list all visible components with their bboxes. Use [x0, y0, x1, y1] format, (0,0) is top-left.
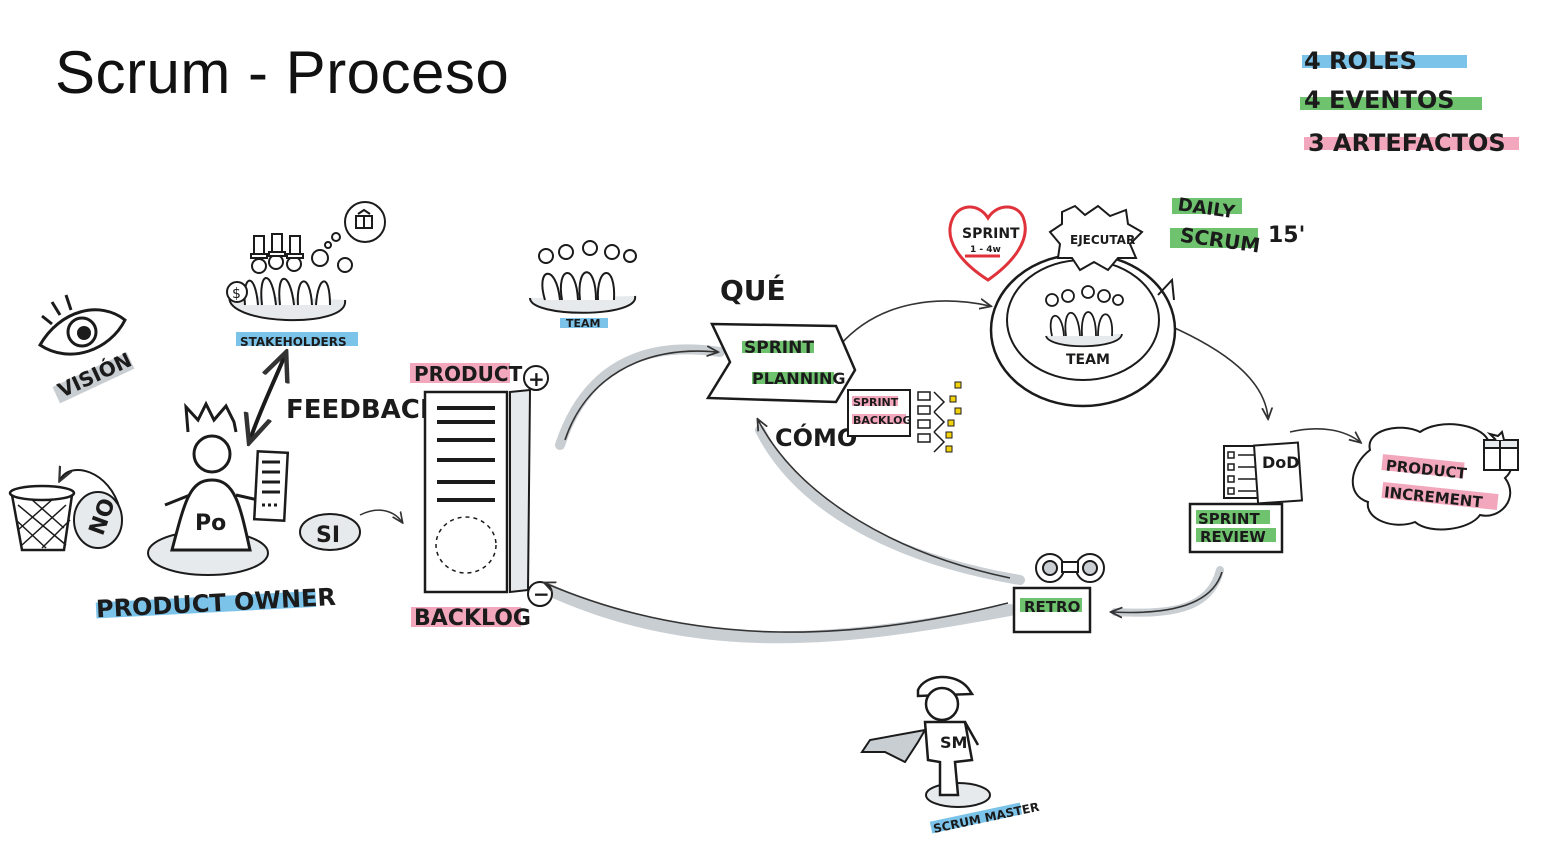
accepted-group: SI: [299, 509, 402, 551]
vision-group: VISIÓN: [38, 294, 135, 404]
daily-duration-label: 15': [1268, 223, 1305, 248]
cycle-team-people-icon: [1045, 285, 1124, 348]
po-badge: Po: [195, 511, 226, 536]
po-head: [192, 434, 232, 474]
dod-label: DoD: [1262, 453, 1300, 472]
svg-text:+: +: [528, 367, 545, 391]
po-body: [170, 478, 252, 552]
accept-arrow: [359, 509, 402, 522]
feedback-label: FEEDBACK: [286, 395, 441, 425]
svg-text:$: $: [232, 286, 241, 302]
feedback-group: FEEDBACK: [250, 355, 441, 440]
team-top-label: TEAM: [566, 317, 600, 330]
sm-body: [923, 720, 974, 797]
reject-arrow: [60, 470, 121, 511]
cycle-shadow: [539, 344, 1224, 644]
que-label: QUÉ: [720, 273, 786, 307]
sticky-notes-icon: [945, 381, 962, 453]
retro-group: RETRO: [1012, 553, 1105, 634]
vision-label: VISIÓN: [54, 348, 135, 403]
sprint-duration-label: 1 - 4w: [970, 245, 1001, 255]
daily-scrum-group: DAILY SCRUM 15': [1170, 194, 1305, 258]
sprint-planning-group: QUÉ SPRINT PLANNING CÓMO: [705, 273, 857, 452]
product-owner-label: PRODUCT OWNER: [95, 583, 336, 624]
team-cycle-label: TEAM: [1066, 352, 1110, 368]
legend-eventos-highlight: [1300, 97, 1482, 110]
team-top-group: TEAM: [529, 240, 637, 330]
sprint-backlog-group: SPRINT BACKLOG: [847, 381, 962, 453]
sm-badge: SM: [940, 733, 967, 752]
legend-roles-highlight: [1302, 55, 1467, 68]
sprint-review-line1: SPRINT: [1198, 510, 1260, 528]
plus-icon: [523, 365, 549, 391]
scrum-label: SCRUM: [1179, 223, 1262, 258]
ejecutar-burst: EJECUTAR: [1048, 204, 1144, 272]
legend-roles: 4 ROLES: [1304, 47, 1417, 75]
planning-label: PLANNING: [752, 369, 846, 388]
product-increment-group: PRODUCT INCREMENT: [1351, 423, 1519, 531]
trash-bin-icon: [8, 484, 76, 552]
backlog-label: BACKLOG: [414, 606, 531, 631]
task-list-icon: [917, 391, 946, 453]
sprint-planning-arrow-shape: [705, 322, 857, 404]
legend-artefactos-highlight: [1304, 137, 1519, 150]
legend-eventos: 4 EVENTOS: [1304, 86, 1455, 114]
sprint-heart-label: SPRINT: [962, 226, 1020, 242]
sprint-heart-group: SPRINT 1 - 4w: [948, 205, 1027, 282]
product-backlog-group: PRODUCT + − BACKLOG: [410, 362, 553, 631]
dod-checklist-icon: DoD: [1223, 441, 1304, 505]
ejecutar-label: EJECUTAR: [1070, 233, 1135, 247]
scrum-master-group: SM SCRUM MASTER: [860, 675, 1041, 836]
si-label: SI: [316, 523, 340, 548]
team-people-icon: [538, 240, 637, 301]
cape-icon: [860, 728, 927, 764]
como-label: CÓMO: [775, 422, 857, 452]
rejected-group: NO: [8, 470, 123, 552]
sprint-label: SPRINT: [744, 338, 814, 358]
cycle-arrows: [545, 301, 1360, 633]
stakeholders-people-icon: $: [226, 233, 353, 306]
backlog-paper: [423, 390, 509, 594]
sprint-review-group: DoD SPRINT REVIEW: [1188, 441, 1304, 554]
sprint-backlog-line2: BACKLOG: [853, 414, 912, 427]
gift-thought-icon: [324, 201, 386, 249]
gift-box-icon: [1483, 430, 1519, 471]
product-owner-group: Po PRODUCT OWNER: [95, 400, 337, 624]
stakeholders-group: $ STAKEHOLDERS: [226, 201, 386, 349]
retro-label: RETRO: [1024, 598, 1080, 616]
legend: 4 ROLES 4 EVENTOS 3 ARTEFACTOS: [1300, 47, 1519, 157]
heart-icon: [948, 205, 1027, 282]
legend-artefactos: 3 ARTEFACTOS: [1308, 129, 1506, 157]
crown-icon: [184, 400, 238, 433]
execution-cycle-group: EJECUTAR TEAM: [989, 204, 1177, 408]
eye-icon: [38, 294, 127, 356]
svg-text:−: −: [533, 582, 550, 606]
po-clipboard-icon: [252, 449, 290, 523]
feedback-arrow: [250, 355, 285, 440]
sprint-backlog-line1: SPRINT: [853, 396, 899, 409]
page-title: Scrum - Proceso: [55, 39, 510, 106]
binoculars-icon: [1035, 553, 1105, 583]
product-label: PRODUCT: [414, 362, 523, 386]
backlog-items: [437, 406, 495, 502]
sprint-review-line2: REVIEW: [1200, 528, 1266, 546]
stakeholders-label: STAKEHOLDERS: [240, 335, 347, 349]
